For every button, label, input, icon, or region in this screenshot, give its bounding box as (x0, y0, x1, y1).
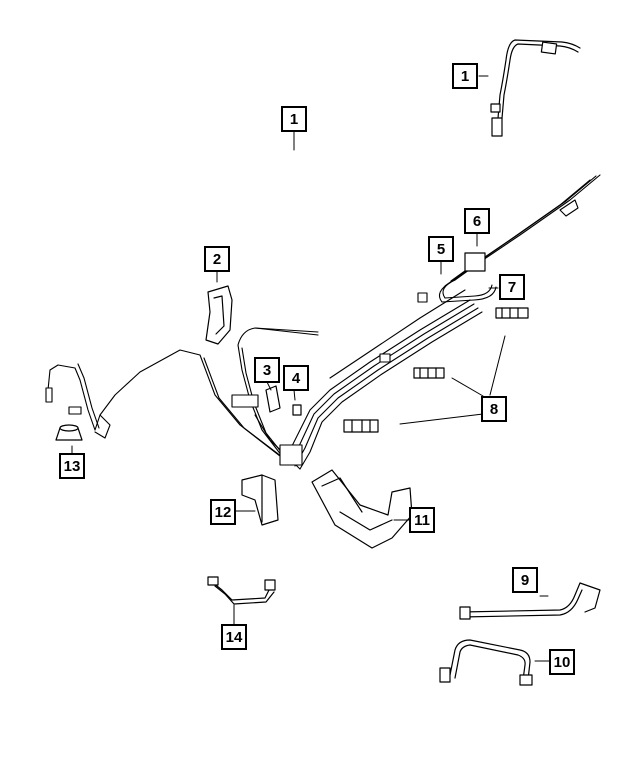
part-1-line-detail (490, 39, 581, 137)
part-7-clip-detail (495, 307, 529, 319)
callout-12: 12 (210, 499, 236, 525)
callout-2: 2 (204, 246, 230, 272)
part-9-line-detail (459, 582, 601, 620)
callout-13: 13 (59, 453, 85, 479)
callout-6: 6 (464, 208, 490, 234)
part-3-detail (265, 385, 281, 413)
callout-3: 3 (254, 357, 280, 383)
part-2-clip-detail (205, 285, 233, 345)
part-10-line-detail (439, 639, 533, 686)
part-11-shield-detail (311, 469, 413, 549)
callout-4: 4 (283, 365, 309, 391)
part-12-bracket-detail (241, 474, 279, 526)
callout-9: 9 (512, 567, 538, 593)
part-4-detail (292, 404, 302, 416)
callout-14: 14 (221, 624, 247, 650)
callout-10: 10 (549, 649, 575, 675)
leader-lines (71, 75, 550, 662)
part-13-grommet-detail (55, 424, 83, 441)
main-brake-fuel-line-assembly (45, 174, 601, 470)
part-14-line-detail (207, 576, 276, 605)
part-8-clips-detail (343, 367, 445, 433)
callout-1-top: 1 (452, 63, 478, 89)
callout-7: 7 (499, 274, 525, 300)
callout-11: 11 (409, 507, 435, 533)
part-6-clip-detail (464, 252, 486, 272)
callout-5: 5 (428, 236, 454, 262)
callout-1: 1 (281, 106, 307, 132)
callout-8: 8 (481, 396, 507, 422)
